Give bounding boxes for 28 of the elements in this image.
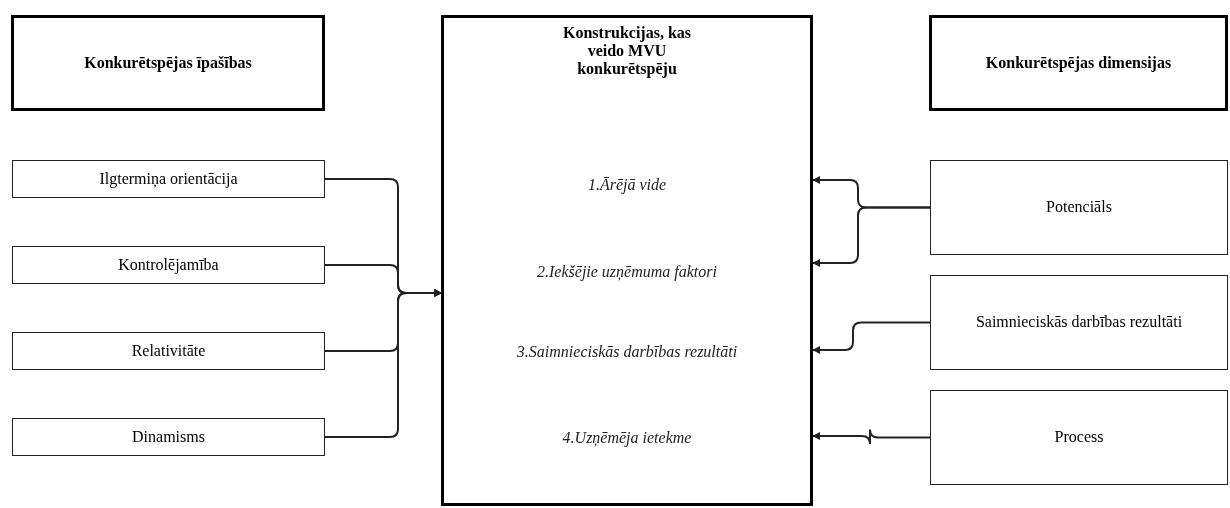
- list-item-text: 1.Ārējā vide: [586, 176, 668, 194]
- heading-box: [929, 15, 1228, 111]
- box-label: Konkurētspējas īpašības: [83, 53, 253, 73]
- list-item-text: 2.Iekšējie uzņēmuma faktori: [536, 263, 718, 281]
- process-box: [12, 418, 325, 456]
- heading-box: [441, 15, 813, 506]
- box-label: Potenciāls: [1045, 198, 1113, 217]
- process-box: [930, 160, 1228, 255]
- heading-box: [11, 15, 325, 111]
- heading-text: Konstrukcijas, kas veido MVU konkurētspēju: [562, 24, 692, 78]
- process-box: [12, 332, 325, 370]
- box-label: Konkurētspējas dimensijas: [984, 53, 1173, 73]
- process-box: [12, 246, 325, 284]
- arrow: [812, 321, 931, 354]
- process-box: [930, 275, 1228, 370]
- box-label: Saimnieciskās darbības rezultāti: [974, 313, 1184, 332]
- box-label: Relativitāte: [130, 341, 207, 361]
- box-label: Ilgtermiņa orientācija: [98, 169, 239, 189]
- list-item-text: 3.Saimnieciskās darbības rezultāti: [515, 343, 739, 361]
- arrow: [812, 206, 931, 267]
- arrow: [812, 428, 931, 445]
- box-label: Process: [1053, 428, 1105, 447]
- box-label: Kontrolējamība: [117, 255, 220, 275]
- arrow: [324, 289, 442, 438]
- process-box: [12, 160, 325, 198]
- box-label: Dinamisms: [131, 427, 206, 447]
- process-box: [930, 390, 1228, 485]
- list-item-text: 4.Uzņēmēja ietekme: [561, 429, 693, 447]
